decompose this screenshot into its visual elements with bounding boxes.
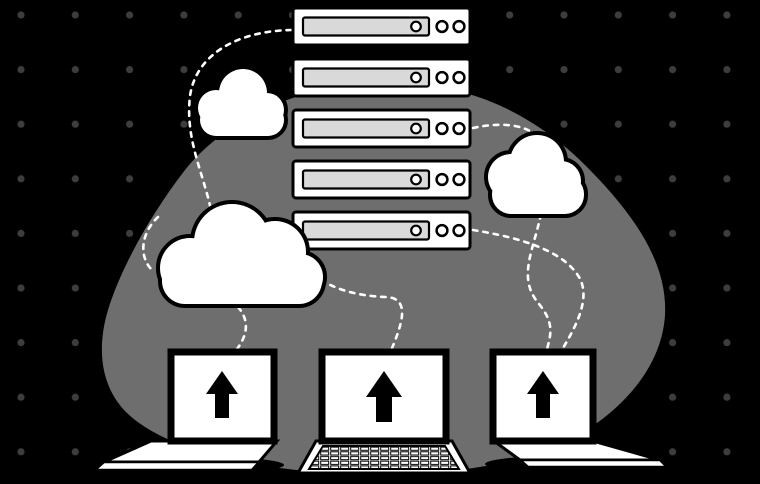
cloud-body	[488, 135, 584, 214]
server-unit-3	[291, 108, 472, 149]
laptop-base-lip	[91, 460, 262, 472]
cloud-body	[198, 69, 284, 136]
server-unit-4	[291, 159, 472, 200]
laptop-middle	[292, 348, 476, 482]
connection-line-cloud-left-arc	[142, 215, 160, 273]
cloud-small-top-left-icon	[194, 65, 288, 140]
server-stack	[291, 6, 472, 251]
laptop-base-lip	[516, 458, 671, 469]
cloud-large-left-icon	[156, 200, 327, 308]
connection-line-cloud-to-right-laptop	[526, 212, 552, 356]
upload-arrow-icon	[206, 371, 238, 418]
upload-arrow-icon	[366, 371, 402, 422]
laptop-right	[485, 348, 675, 473]
connection-line-server-to-right-laptop	[471, 228, 585, 355]
server-unit-1	[291, 6, 472, 47]
upload-arrow-icon	[527, 371, 559, 418]
server-unit-5	[291, 210, 472, 251]
server-unit-2	[291, 57, 472, 98]
laptop-keyboard	[307, 445, 461, 470]
cloud-body	[160, 204, 323, 304]
laptop-left	[88, 348, 284, 474]
connection-line-server-to-right-cloud	[471, 123, 544, 147]
cloud-right-icon	[484, 131, 588, 218]
connection-line-server-to-left	[187, 28, 293, 212]
